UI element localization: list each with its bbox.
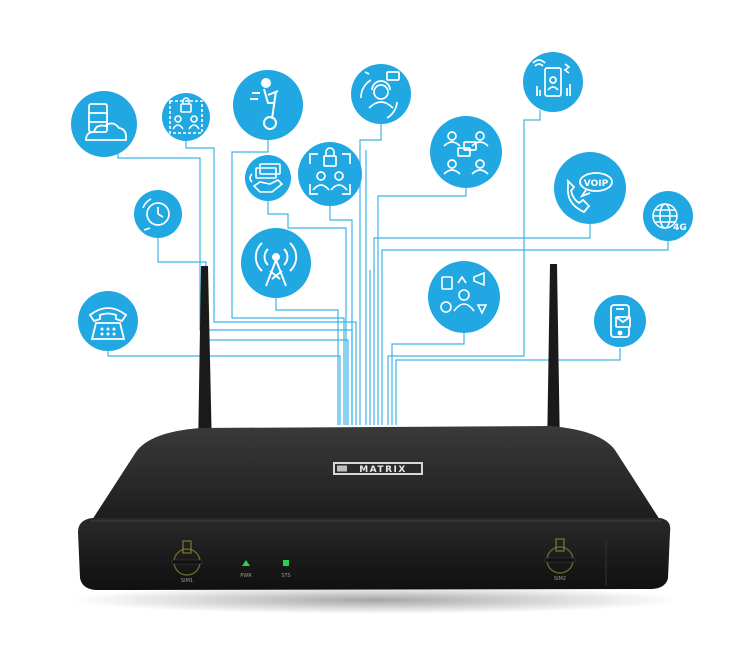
connector-line-voip [373,224,591,425]
sim2-label: SIM2 [554,576,566,582]
voip-label: VOIP [584,179,609,189]
router-device: MATRIX SIM1 PWR STS SIM2 [70,264,680,614]
connector-line-team-lock [185,138,357,425]
connector-line-group-chat [377,186,467,425]
money-hand-icon [245,155,291,201]
support-agent-icon [351,64,411,124]
connector-line-marketing [391,330,465,425]
radio-tower-icon [241,228,311,298]
sim1-label: SIM1 [181,578,193,584]
router-front-panel [78,518,671,590]
group-chat-icon [430,116,502,188]
connector-line-support [359,122,382,425]
status-led: STS [281,560,291,579]
server-cloud-icon [71,91,137,157]
sim-slot-left: SIM1 [171,540,203,584]
router-shadow [70,586,680,614]
analog-clock-icon [134,190,182,238]
sim-slot-right: SIM2 [544,538,576,582]
connector-line-segway [231,138,345,425]
smartphone-wireless-icon [523,52,583,112]
marketing-person-icon [428,261,500,333]
connector-line-mobile [395,348,621,425]
brand-logo: MATRIX [333,462,423,475]
feature-icons: VOIP 4G [71,52,693,351]
mobile-message-icon [594,295,646,347]
globe-4g-icon: 4G [643,191,693,241]
connector-line-telephone [107,350,341,425]
power-led-label: PWR [240,573,252,579]
connector-line-globe [381,240,669,425]
connector-line-money [267,200,347,425]
four-g-label: 4G [673,223,687,233]
power-led: PWR [240,560,252,579]
team-lock-icon [162,93,210,141]
secure-group-icon [298,142,362,206]
brand-name: MATRIX [359,465,407,475]
status-led-label: STS [281,573,290,579]
voip-phone-icon: VOIP [554,152,626,224]
desk-telephone-icon [78,291,138,351]
connector-line-secure-group [329,206,353,425]
connector-line-tower [275,298,339,425]
segway-person-icon [233,70,303,140]
